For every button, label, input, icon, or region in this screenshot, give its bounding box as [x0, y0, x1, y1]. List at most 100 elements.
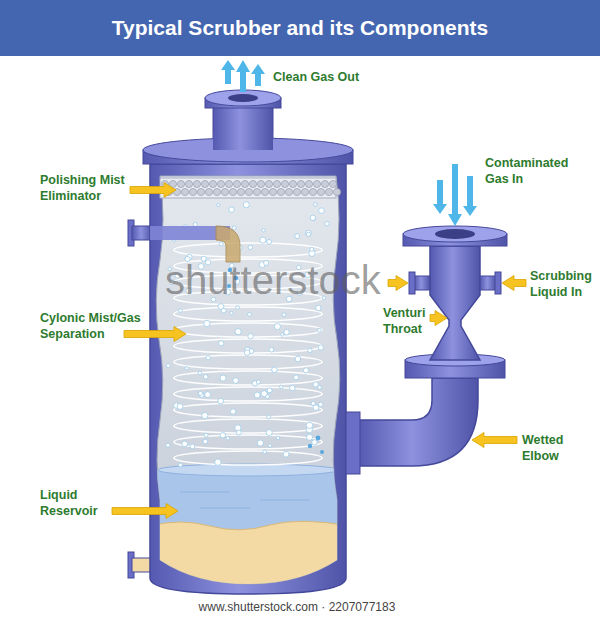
droplet	[219, 341, 224, 346]
droplet	[267, 388, 272, 393]
mesh-ring	[289, 180, 296, 187]
droplet	[319, 208, 325, 214]
spray-drop	[316, 436, 321, 441]
mesh-ring	[277, 188, 284, 195]
droplet	[247, 313, 251, 317]
mist-eliminator-mesh	[161, 180, 340, 195]
callout-label: Scrubbing Liquid In	[530, 268, 596, 300]
mesh-ring	[205, 188, 212, 195]
droplet	[303, 368, 308, 373]
mist-eliminator-band	[160, 178, 336, 198]
droplet	[325, 221, 330, 226]
flow-arrow	[463, 176, 477, 216]
mesh-ring	[253, 188, 260, 195]
droplet	[294, 375, 299, 380]
water-ripples	[180, 492, 310, 508]
pointer-arrow	[388, 276, 408, 291]
mesh-ring	[257, 180, 264, 187]
pointer-arrow	[130, 183, 176, 198]
droplet	[204, 320, 210, 326]
droplet	[226, 437, 230, 441]
droplet	[313, 405, 319, 411]
venturi-top-flange-face	[403, 226, 507, 242]
outlet-nozzle	[213, 102, 273, 150]
spiral-turn	[174, 387, 322, 401]
mesh-ring	[261, 188, 268, 195]
wetted-elbow	[358, 378, 478, 466]
outlet-opening	[228, 94, 258, 102]
droplet	[254, 392, 260, 398]
mesh-ring	[265, 180, 272, 187]
spray-drop	[308, 444, 312, 448]
gas-flow-arrows	[221, 60, 477, 226]
droplet	[308, 348, 312, 352]
droplet	[182, 441, 188, 447]
mesh-ring	[333, 188, 340, 195]
outlet-nozzle-neck	[213, 132, 273, 150]
spiral-turn	[174, 419, 322, 433]
callout-label: Clean Gas Out	[273, 69, 359, 85]
liquids	[150, 464, 350, 590]
droplet	[203, 439, 208, 444]
mesh-ring	[177, 180, 184, 187]
droplet	[185, 367, 188, 370]
flow-arrow	[433, 180, 447, 214]
droplet	[221, 308, 226, 313]
pointer-arrow	[472, 433, 517, 448]
spiral-turn	[174, 371, 322, 385]
droplet	[295, 356, 301, 362]
droplet	[312, 440, 317, 445]
droplet	[310, 247, 314, 251]
mesh-ring	[185, 180, 192, 187]
droplet	[318, 345, 323, 350]
droplet	[215, 459, 221, 465]
droplet	[282, 313, 286, 317]
droplet	[202, 412, 208, 418]
droplet	[305, 230, 311, 236]
droplet	[268, 444, 271, 447]
droplet	[307, 434, 313, 440]
droplet	[280, 385, 283, 388]
liquid-reservoir	[150, 521, 350, 590]
droplet	[274, 324, 280, 330]
callout-label: Polishing Mist Eliminator	[40, 172, 140, 204]
droplet	[193, 222, 197, 226]
droplet	[205, 392, 211, 398]
droplet	[276, 436, 279, 439]
droplet	[198, 391, 202, 395]
mesh-ring	[301, 188, 308, 195]
droplet	[179, 309, 183, 313]
mesh-ring	[317, 188, 324, 195]
droplet	[283, 451, 289, 457]
droplet	[306, 422, 312, 428]
spiral-turn	[174, 307, 322, 321]
droplet	[243, 202, 249, 208]
droplet	[244, 350, 250, 356]
outlet-flange-top	[205, 90, 281, 106]
droplet	[316, 305, 321, 310]
mesh-ring	[269, 188, 276, 195]
droplet	[218, 398, 224, 404]
mesh-ring	[237, 188, 244, 195]
mesh-ring	[197, 188, 204, 195]
mesh-ring	[217, 180, 224, 187]
venturi-opening	[435, 229, 475, 239]
droplet	[261, 391, 267, 397]
liquid-nozzle	[414, 276, 430, 290]
droplet	[290, 385, 296, 391]
droplet	[313, 382, 318, 387]
droplet	[235, 328, 241, 334]
liquid-nozzle	[480, 276, 496, 290]
liquid-nozzle-flange	[409, 272, 415, 294]
title-bar: Typical Scrubber and its Components	[0, 0, 600, 56]
droplet	[306, 232, 310, 236]
mesh-ring	[225, 180, 232, 187]
droplet	[262, 229, 265, 232]
droplet	[236, 306, 240, 310]
flow-arrow	[251, 64, 265, 86]
mesh-ring	[193, 180, 200, 187]
spiral-turn	[174, 243, 322, 257]
callout-label: Cylonic Mist/Gas Separation	[40, 310, 165, 342]
droplet	[314, 203, 318, 207]
